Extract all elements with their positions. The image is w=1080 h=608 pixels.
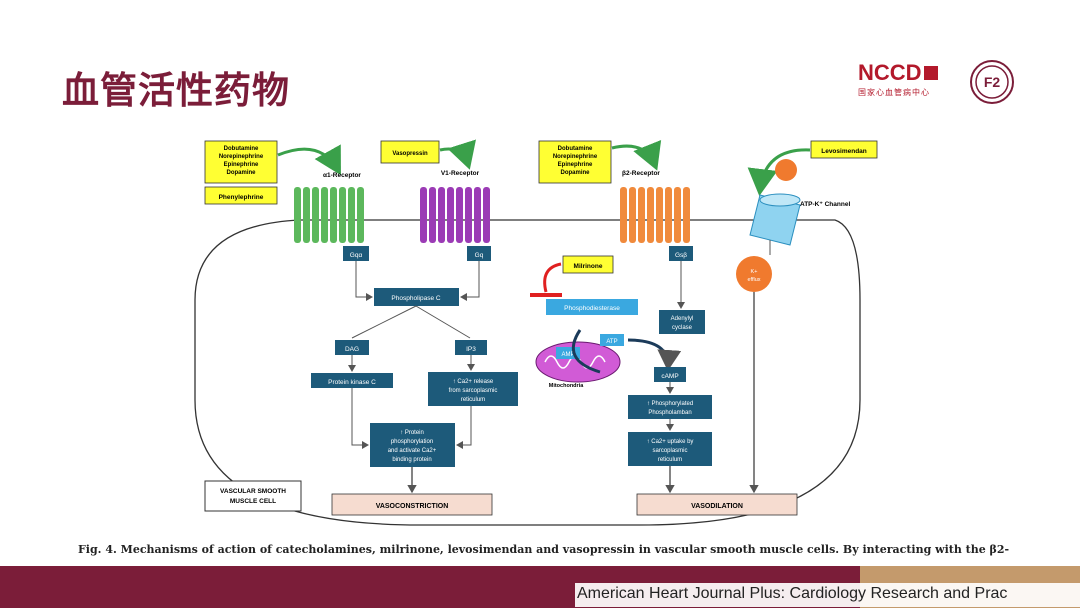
institution-seal-icon: F2: [970, 60, 1014, 104]
vasoconstriction-box: VASOCONSTRICTION: [331, 493, 493, 516]
arrow-drug-to-v1: [439, 139, 476, 170]
svg-text:Phenylephrine: Phenylephrine: [219, 194, 264, 201]
drug-box-levosimendan: Levosimendan: [810, 140, 878, 159]
vasodilation-box: VASODILATION: [636, 493, 798, 516]
svg-text:Levosimendan: Levosimendan: [821, 148, 867, 155]
svg-text:and activate Ca2+: and activate Ca2+: [388, 448, 437, 454]
v1-receptor-label: V1-Receptor: [441, 170, 480, 177]
svg-text:Adenylyl: Adenylyl: [671, 316, 694, 322]
svg-text:K+: K+: [751, 269, 758, 275]
svg-text:Phospholamban: Phospholamban: [648, 410, 691, 416]
adenylyl-cyclase-node: Adenylyl cyclase: [659, 310, 705, 334]
b2-receptor-label: β2-Receptor: [622, 170, 660, 177]
k-efflux-node: K+ efflux: [736, 256, 772, 292]
protein-phosphorylation-node: ↑ Protein phosphorylation and activate C…: [370, 423, 455, 467]
svg-text:from sarcoplasmic: from sarcoplasmic: [449, 388, 498, 394]
atp-node: ATP: [600, 334, 624, 346]
svg-text:reticulum: reticulum: [658, 457, 682, 463]
mechanism-diagram: Dobutamine Norepinephrine Epinephrine Do…: [194, 139, 878, 526]
footer-source: American Heart Journal Plus: Cardiology …: [575, 583, 1080, 607]
channel-label: ATP-K⁺ Channel: [800, 201, 850, 208]
a1-receptor-icon: [294, 187, 364, 243]
svg-text:Epinephrine: Epinephrine: [224, 162, 259, 168]
svg-text:Gqα: Gqα: [350, 252, 363, 259]
svg-text:reticulum: reticulum: [461, 397, 485, 403]
camp-cycle-arrow-left: [571, 329, 601, 374]
svg-text:Dopamine: Dopamine: [560, 170, 590, 176]
svg-text:DAG: DAG: [345, 346, 359, 353]
pde-node: Phosphodiesterase: [546, 299, 638, 315]
svg-text:Dopamine: Dopamine: [226, 170, 256, 176]
svg-text:Protein kinase C: Protein kinase C: [328, 379, 376, 386]
svg-text:VASOCONSTRICTION: VASOCONSTRICTION: [376, 503, 449, 510]
ca-uptake-node: ↑ Ca2+ uptake by sarcoplasmic reticulum: [628, 432, 712, 466]
dag-node: DAG: [335, 340, 369, 355]
svg-text:VASODILATION: VASODILATION: [691, 503, 743, 510]
nccd-logo-subtitle: 国家心血管病中心: [858, 88, 930, 97]
atp-k-channel-icon: [749, 193, 801, 246]
drug-box-vasopressin: Vasopressin: [380, 140, 440, 164]
nccd-logo-text: NCCD: [858, 60, 922, 85]
milrinone-inhibit-arrow: [543, 262, 562, 293]
svg-text:↑ Ca2+ release: ↑ Ca2+ release: [453, 379, 494, 385]
drug-box-catecholamines-left: Dobutamine Norepinephrine Epinephrine Do…: [204, 140, 278, 184]
svg-text:ATP: ATP: [606, 339, 617, 345]
svg-text:MUSCLE CELL: MUSCLE CELL: [230, 498, 276, 505]
svg-text:VASCULAR SMOOTH: VASCULAR SMOOTH: [220, 488, 286, 495]
cell-membrane: [194, 219, 861, 526]
svg-text:↑ Protein: ↑ Protein: [400, 430, 424, 436]
svg-text:sarcoplasmic: sarcoplasmic: [652, 448, 687, 454]
gs-node: Gsβ: [669, 246, 693, 261]
slide-title: 血管活性药物: [62, 69, 290, 112]
svg-text:binding protein: binding protein: [392, 457, 431, 463]
svg-text:cyclase: cyclase: [672, 325, 693, 331]
b2-receptor-icon: [620, 187, 690, 243]
svg-text:efflux: efflux: [747, 277, 760, 283]
drug-box-catecholamines-right: Dobutamine Norepinephrine Epinephrine Do…: [538, 140, 612, 184]
gq-alpha-node: Gqα: [343, 246, 369, 261]
svg-text:phosphorylation: phosphorylation: [391, 439, 433, 445]
gq-node: Gq: [467, 246, 491, 261]
svg-text:AMP: AMP: [561, 352, 574, 358]
arrow-drug-to-b2: [611, 139, 662, 171]
a1-receptor-label: α1-Receptor: [323, 172, 361, 179]
svg-text:IP3: IP3: [466, 346, 476, 353]
ca-release-node: ↑ Ca2+ release from sarcoplasmic reticul…: [428, 372, 518, 406]
v1-receptor-icon: [420, 187, 490, 243]
svg-text:Dobutamine: Dobutamine: [224, 146, 259, 152]
levosimendan-molecule-icon: [775, 159, 797, 181]
figure-caption: Fig. 4. Mechanisms of action of catechol…: [78, 543, 1010, 556]
svg-text:↑ Phosphorylated: ↑ Phosphorylated: [647, 401, 693, 407]
svg-text:Milrinone: Milrinone: [574, 263, 603, 270]
svg-text:Epinephrine: Epinephrine: [558, 162, 593, 168]
drug-box-phenylephrine: Phenylephrine: [204, 186, 278, 205]
drug-box-milrinone: Milrinone: [562, 255, 614, 274]
svg-text:Vasopressin: Vasopressin: [392, 151, 428, 157]
svg-text:Gsβ: Gsβ: [675, 252, 687, 259]
svg-text:Phosphodiesterase: Phosphodiesterase: [564, 305, 620, 312]
phospholamban-node: ↑ Phosphorylated Phospholamban: [628, 395, 712, 419]
svg-text:Norepinephrine: Norepinephrine: [553, 154, 598, 160]
nccd-logo-mark: [923, 66, 938, 80]
mitochondria-label: Mitochondria: [549, 383, 584, 389]
svg-text:Dobutamine: Dobutamine: [558, 146, 593, 152]
svg-text:cAMP: cAMP: [661, 373, 678, 380]
svg-text:Phospholipase C: Phospholipase C: [391, 295, 440, 302]
cell-type-label: VASCULAR SMOOTH MUSCLE CELL: [204, 480, 302, 512]
svg-text:↑ Ca2+ uptake by: ↑ Ca2+ uptake by: [647, 439, 694, 445]
plc-node: Phospholipase C: [374, 288, 459, 306]
svg-text:Gq: Gq: [475, 252, 484, 259]
arrow-drug-to-a1: [277, 144, 341, 176]
pkc-node: Protein kinase C: [311, 373, 393, 388]
svg-text:Norepinephrine: Norepinephrine: [219, 154, 264, 160]
nccd-logo: NCCD 国家心血管病中心: [858, 62, 948, 98]
ip3-node: IP3: [455, 340, 487, 355]
seal-text: F2: [984, 74, 1001, 90]
arrow-drug-to-channel: [747, 148, 811, 196]
camp-node: cAMP: [654, 367, 686, 382]
camp-cycle-arrow-right: [627, 338, 682, 371]
